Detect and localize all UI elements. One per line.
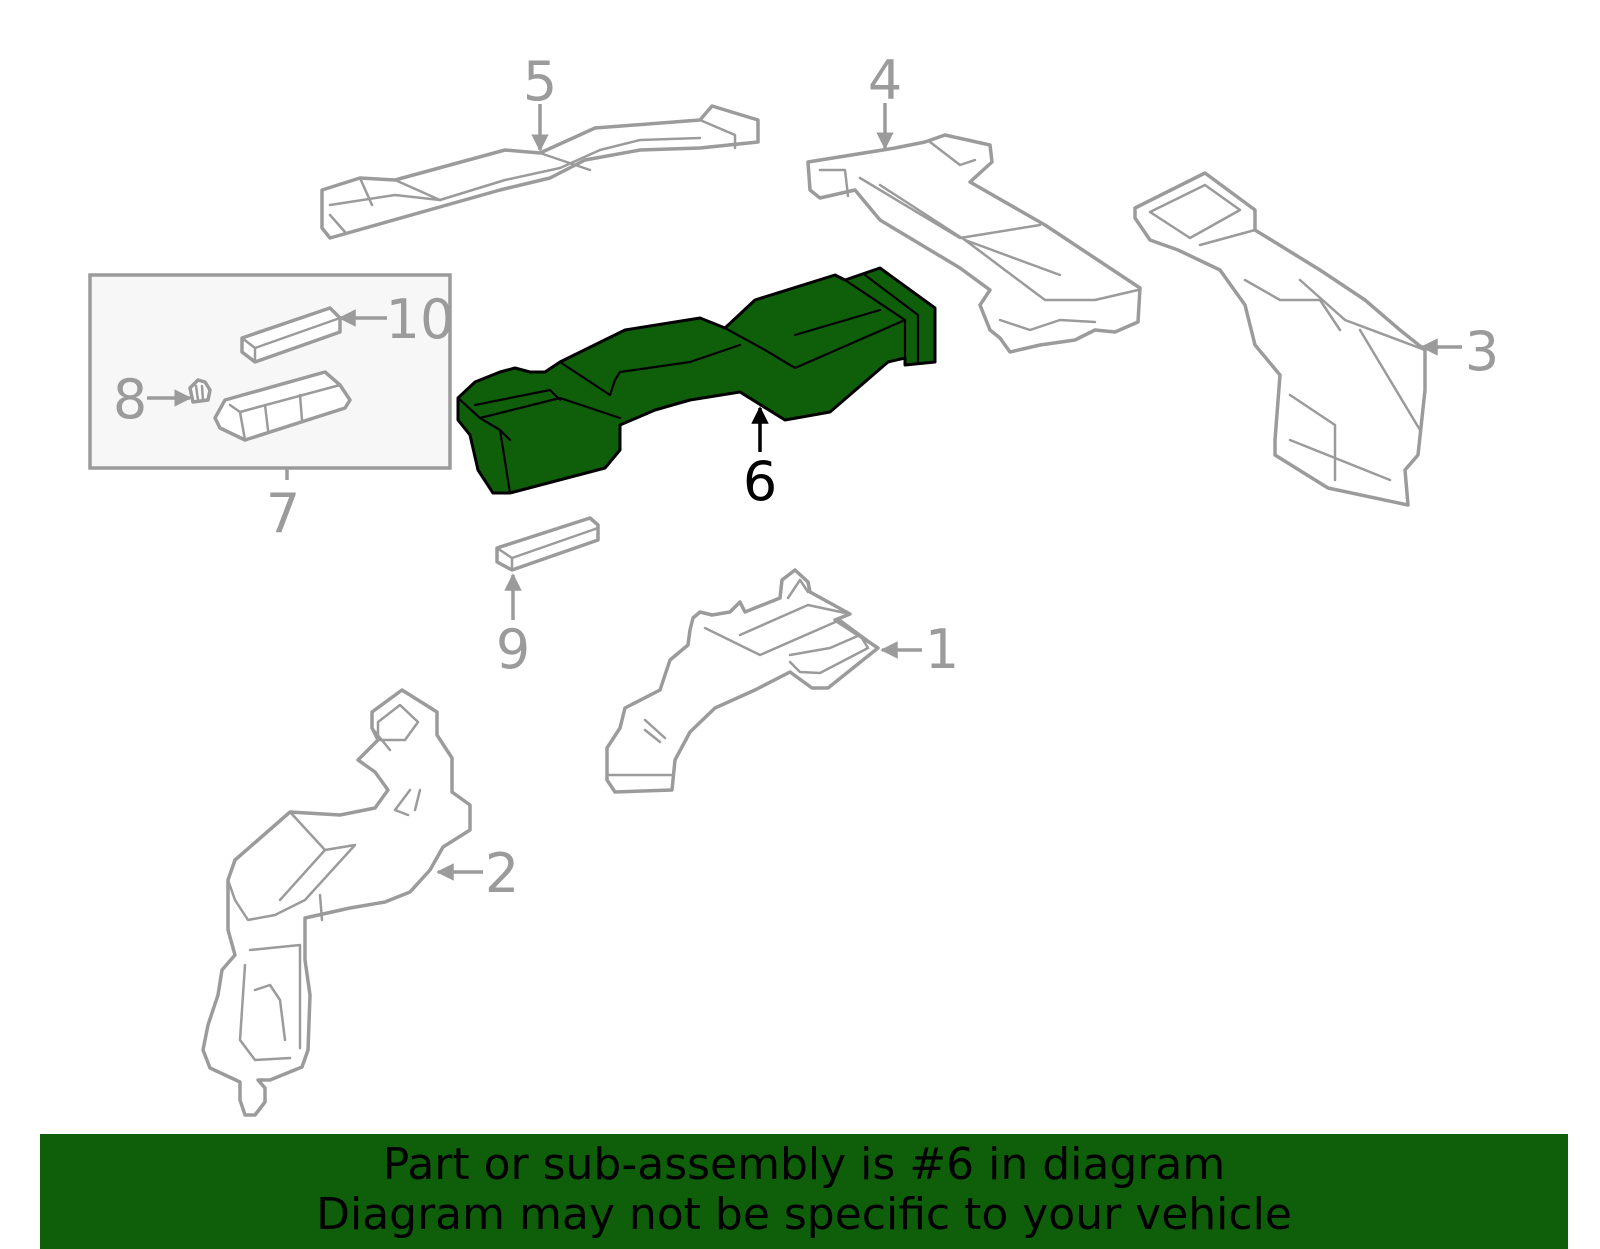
part-3-duct[interactable]: [1133, 171, 1427, 507]
part-2-duct[interactable]: [201, 688, 472, 1117]
callout-7[interactable]: 7: [266, 482, 300, 545]
part-10-seal[interactable]: [240, 306, 342, 364]
callout-9[interactable]: 9: [496, 618, 530, 681]
callout-5[interactable]: 5: [523, 50, 557, 113]
info-banner: Part or sub-assembly is #6 in diagram Di…: [40, 1134, 1568, 1249]
part-5-duct[interactable]: [320, 104, 760, 240]
callout-labels: 5 4 3 10 8 7 6 9 1 2: [113, 49, 1499, 905]
part-10-insert[interactable]: [213, 370, 352, 442]
callout-4[interactable]: 4: [868, 49, 902, 112]
callout-2[interactable]: 2: [485, 842, 519, 905]
callout-3[interactable]: 3: [1465, 320, 1499, 383]
part-8-clip[interactable]: [188, 378, 212, 404]
callout-10[interactable]: 10: [386, 288, 455, 351]
callout-8[interactable]: 8: [113, 368, 147, 431]
banner-line-disclaimer: Diagram may not be specific to your vehi…: [316, 1189, 1292, 1240]
part-9-seal[interactable]: [495, 516, 600, 572]
banner-line-part: Part or sub-assembly is #6 in diagram: [382, 1139, 1226, 1190]
part-4-duct[interactable]: [806, 133, 1142, 354]
callout-6[interactable]: 6: [743, 450, 777, 513]
part-1-duct[interactable]: [605, 568, 880, 794]
leaders: [147, 103, 1462, 881]
part-7-kit-box[interactable]: [88, 273, 452, 480]
callout-1[interactable]: 1: [925, 618, 959, 681]
part-6-duct-highlighted[interactable]: [456, 266, 937, 495]
